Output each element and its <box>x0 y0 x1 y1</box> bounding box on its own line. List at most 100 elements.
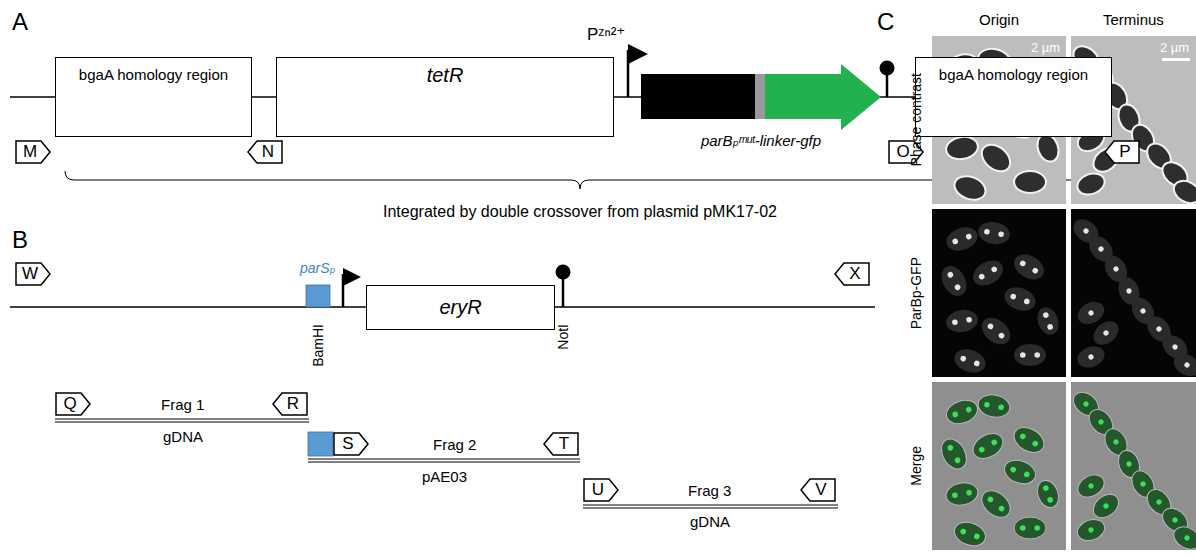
fluorescent-focus <box>952 492 958 498</box>
cell-body <box>943 223 981 255</box>
homology-box: bgaA homology region <box>915 57 1112 137</box>
fluorescent-focus <box>998 332 1006 340</box>
box-label: bgaA homology region <box>916 66 1111 83</box>
cell-body <box>977 485 1016 522</box>
fragment-name: Frag 1 <box>161 396 204 413</box>
primer-arrow: R <box>272 392 308 416</box>
fluorescent-focus <box>1097 418 1104 425</box>
cell-body <box>936 435 971 474</box>
cell <box>976 392 1011 419</box>
primer-outline <box>334 433 368 455</box>
fragment-source: gDNA <box>690 513 730 530</box>
fluorescent-focus <box>987 322 995 330</box>
fluorescent-focus <box>1010 293 1017 300</box>
cell-body <box>943 396 981 428</box>
cell <box>1170 522 1196 553</box>
primer-outline <box>801 479 835 501</box>
fluorescent-focus <box>966 317 972 323</box>
fragment-line <box>308 458 580 459</box>
cell-body <box>1170 176 1196 207</box>
cell <box>977 139 1016 176</box>
bracket-note: Integrated by double crossover from plas… <box>383 203 777 221</box>
cell <box>969 428 1008 463</box>
cell <box>977 312 1016 349</box>
cell <box>951 518 989 550</box>
cell <box>1074 170 1107 198</box>
cell-body <box>1014 517 1046 539</box>
fluorescent-focus <box>1171 516 1178 523</box>
column-header: Terminus <box>1103 11 1164 28</box>
cell-body <box>1089 316 1123 349</box>
primer-arrow: T <box>543 432 579 456</box>
primer-label: O <box>896 142 909 162</box>
cell <box>1170 349 1196 380</box>
cell-body <box>1034 304 1062 337</box>
fluorescent-focus <box>1112 438 1119 445</box>
fluorescent-focus <box>1087 482 1094 489</box>
cell-body <box>1014 171 1046 193</box>
fluorescent-focus <box>1023 471 1030 478</box>
homology-box: bgaA homology region <box>55 57 252 137</box>
fluorescent-focus <box>966 490 972 496</box>
cell <box>977 485 1016 522</box>
cell-body <box>1010 249 1049 284</box>
primer-label: N <box>262 142 274 162</box>
cell <box>951 345 989 377</box>
terminator-head <box>880 61 895 76</box>
cell <box>943 223 981 255</box>
gene-arrow-shape <box>641 64 881 130</box>
fluorescent-focus <box>960 528 967 535</box>
micrograph-panel <box>932 209 1066 377</box>
fluorescent-focus <box>990 266 998 274</box>
fragment-name: Frag 3 <box>688 482 731 499</box>
fluorescent-focus <box>1088 354 1095 361</box>
fluorescent-focus <box>998 404 1004 410</box>
fluorescent-focus <box>1087 309 1094 316</box>
cell <box>1089 489 1123 522</box>
row-header: Merge <box>908 446 924 486</box>
cell-body <box>951 345 989 377</box>
column-header: Origin <box>979 11 1019 28</box>
primer-arrow: N <box>247 140 283 164</box>
cell-body <box>1074 343 1107 371</box>
cell <box>936 435 971 474</box>
primer-label: T <box>559 434 569 454</box>
cell-body <box>951 518 989 550</box>
primer-label: W <box>22 264 38 284</box>
primer-outline <box>273 393 307 415</box>
scale-bar <box>1162 58 1190 61</box>
fluorescent-focus <box>1097 245 1104 252</box>
fluorescent-focus <box>965 233 972 240</box>
cell <box>944 307 979 334</box>
primer-arrow: X <box>834 262 870 286</box>
panel-letter: C <box>877 8 894 36</box>
fluorescent-focus <box>978 273 986 281</box>
fluorescent-focus <box>1047 496 1054 503</box>
cell <box>1089 316 1123 349</box>
cell <box>1074 343 1107 371</box>
fluorescent-focus <box>1183 534 1190 541</box>
cell-body <box>1074 516 1107 544</box>
cell <box>1034 304 1062 337</box>
gene-box: eryR <box>366 285 555 330</box>
micrograph-panel <box>1069 382 1196 554</box>
fluorescent-focus <box>1047 323 1054 330</box>
cell <box>1010 249 1049 284</box>
fluorescent-focus <box>1034 525 1040 531</box>
fluorescent-focus <box>1019 260 1027 268</box>
gfp-segment <box>765 64 881 130</box>
row-header: Phase contrast <box>908 73 924 166</box>
cell <box>943 396 981 428</box>
fluorescent-focus <box>1126 461 1133 468</box>
fluorescent-focus <box>1020 352 1026 358</box>
panel-letter: B <box>12 226 28 254</box>
primer-label: M <box>23 142 37 162</box>
primer-arrow: P <box>1104 140 1140 164</box>
cell <box>951 172 989 204</box>
cell <box>1010 422 1049 457</box>
fluorescent-focus <box>965 406 972 413</box>
fluorescent-focus <box>998 505 1006 513</box>
cell <box>1014 171 1046 193</box>
parb-segment <box>641 74 755 119</box>
